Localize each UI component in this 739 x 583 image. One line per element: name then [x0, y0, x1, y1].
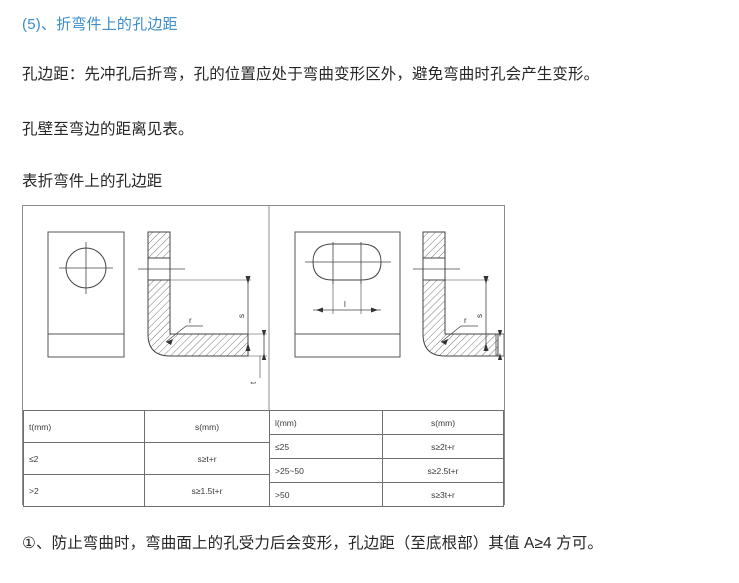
- cell-l-value: ≤25: [269, 434, 383, 459]
- table-row: >50 s≥3t+r: [269, 482, 504, 507]
- table-thickness-edge-distance: t(mm) s(mm) ≤2 s≥t+r >2 s≥1.5t+r: [23, 410, 270, 507]
- cell-t-value: >2: [23, 474, 145, 507]
- page-title: (5)、折弯件上的孔边距: [22, 16, 178, 33]
- table-row: t(mm) s(mm): [23, 410, 270, 443]
- cell-header-s: s(mm): [382, 410, 504, 435]
- table-caption: 表折弯件上的孔边距: [22, 173, 163, 190]
- table-row: ≤25 s≥2t+r: [269, 434, 504, 459]
- engineering-drawing: s t r: [47, 206, 504, 504]
- svg-text:r: r: [464, 316, 467, 325]
- table-row: l(mm) s(mm): [269, 410, 504, 435]
- note-paragraph: ①、防止弯曲时，弯曲面上的孔受力后会变形，孔边距（至底根部）其值 A≥4 方可。: [22, 535, 603, 552]
- cell-s-value: s≥1.5t+r: [144, 474, 270, 507]
- svg-text:s: s: [237, 314, 246, 318]
- left-drawing-group: s t r: [47, 231, 267, 384]
- cell-s-value: s≥2.5t+r: [382, 458, 504, 483]
- right-drawing-group: l s r: [294, 231, 504, 360]
- svg-text:s: s: [475, 314, 484, 318]
- table-slot-length-edge-distance: l(mm) s(mm) ≤25 s≥2t+r >25~50 s≥2.5t+r >…: [269, 410, 504, 507]
- paragraph-wall-to-bend-distance: 孔壁至弯边的距离见表。: [22, 121, 194, 138]
- paragraph-hole-edge-distance: 孔边距：先冲孔后折弯，孔的位置应处于弯曲变形区外，避免弯曲时孔会产生变形。: [22, 66, 600, 83]
- svg-text:t: t: [249, 381, 258, 384]
- table-row: ≤2 s≥t+r: [23, 442, 270, 475]
- cell-header-s: s(mm): [144, 410, 270, 443]
- svg-text:l: l: [344, 300, 346, 309]
- cell-l-value: >25~50: [269, 458, 383, 483]
- cell-header-t: t(mm): [23, 410, 145, 443]
- cell-t-value: ≤2: [23, 442, 145, 475]
- table-row: >25~50 s≥2.5t+r: [269, 458, 504, 483]
- cell-header-l: l(mm): [269, 410, 383, 435]
- cell-s-value: s≥2t+r: [382, 434, 504, 459]
- svg-text:r: r: [189, 316, 192, 325]
- cell-l-value: >50: [269, 482, 383, 507]
- table-row: >2 s≥1.5t+r: [23, 474, 270, 507]
- cell-s-value: s≥3t+r: [382, 482, 504, 507]
- cell-s-value: s≥t+r: [144, 442, 270, 475]
